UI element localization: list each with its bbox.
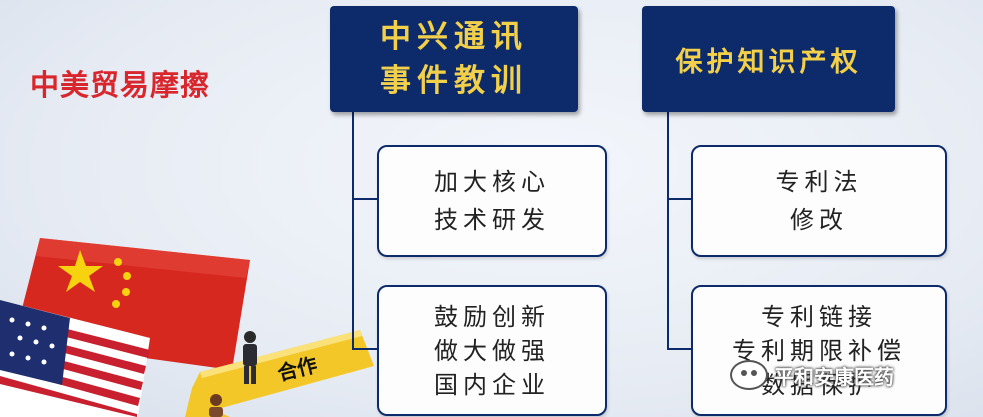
box-line: 加大核心: [434, 168, 550, 196]
box-line: 国内企业: [434, 370, 550, 399]
watermark-text: 平和安康医药: [774, 364, 894, 389]
patent-linkage-box: 专利链接 专利期限补偿 数据保护: [691, 285, 947, 416]
connector-a-trunk: [352, 112, 354, 350]
watermark: 平和安康医药: [730, 360, 894, 390]
ip-protection-heading: 保护知识产权: [642, 6, 895, 112]
side-title: 中美贸易摩擦: [30, 68, 211, 102]
box-line: 修改: [790, 206, 848, 234]
box-line: 专利链接: [761, 302, 877, 331]
connector-a-2: [352, 348, 378, 350]
connector-b-1: [667, 198, 692, 200]
box-line: 数据保护: [761, 370, 877, 399]
ip-protection-heading-text: 保护知识产权: [675, 46, 862, 78]
zte-lesson-heading: 中兴通讯 事件教训: [330, 6, 578, 112]
connector-b-2: [667, 348, 692, 350]
us-flag-icon: [0, 300, 150, 417]
connector-a-1: [352, 198, 378, 200]
connector-b-trunk: [667, 112, 669, 350]
box-line: 专利期限补偿: [732, 336, 906, 365]
box-line: 鼓励创新: [434, 302, 550, 331]
patent-law-box: 专利法 修改: [691, 145, 947, 257]
domestic-enterprise-box: 鼓励创新 做大做强 国内企业: [377, 285, 607, 416]
person-icon: [209, 394, 223, 417]
wechat-icon: [730, 360, 768, 390]
box-line: 技术研发: [434, 206, 550, 234]
cooperation-arrow-icon: [185, 330, 374, 417]
zte-lesson-heading-line2: 事件教训: [380, 63, 528, 99]
box-line: 做大做强: [434, 336, 550, 365]
trade-illustration: [0, 238, 374, 417]
box-line: 专利法: [775, 168, 863, 196]
core-tech-rnd-box: 加大核心 技术研发: [377, 145, 607, 257]
person-icon: [243, 331, 257, 384]
zte-lesson-heading-line1: 中兴通讯: [380, 19, 528, 55]
